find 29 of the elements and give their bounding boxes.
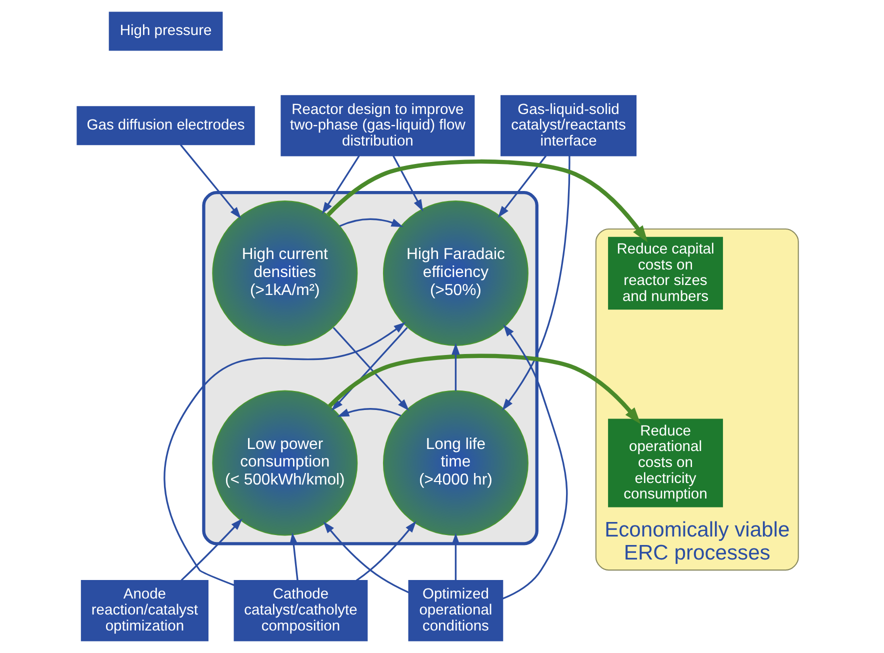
arrow (452, 342, 460, 391)
arrow (452, 533, 460, 580)
arrow (164, 322, 406, 586)
node-box: Gas-liquid-solid catalyst/reactants interface (500, 95, 637, 156)
node-circle: High Faradaic efficiency (>50%) (382, 200, 528, 346)
arrow (328, 354, 641, 424)
arrow (322, 155, 360, 214)
arrow (498, 155, 547, 218)
arrow (323, 521, 410, 594)
node-box: Reactor design to improve two-phase (gas-liquid) flow distribution (280, 95, 475, 156)
arrow (326, 159, 648, 242)
arrow (337, 408, 402, 417)
node-box: Optimized operational conditions (408, 580, 504, 642)
arrow (180, 144, 242, 219)
node-box: High pressure (108, 12, 223, 51)
arrow (180, 518, 242, 581)
node-box: Anode reaction/catalyst optimization (80, 580, 208, 642)
arrow (290, 532, 298, 580)
arrow (392, 155, 424, 212)
node-circle: Long life time (>4000 hr) (382, 390, 528, 536)
arrow (339, 218, 404, 227)
node-box: Gas diffusion electrodes (76, 106, 255, 146)
arrow (356, 520, 416, 582)
node-box: Reduce capital costs on reactor sizes and numbers (608, 236, 723, 310)
arrow (502, 324, 568, 600)
node-box: Reduce operational costs on electricity consumption (608, 418, 723, 508)
node-box: Cathode catalyst/catholyte composition (234, 580, 368, 642)
node-circle: Low power consumption (< 500kWh/kmol) (212, 390, 358, 536)
arrow (502, 156, 570, 411)
